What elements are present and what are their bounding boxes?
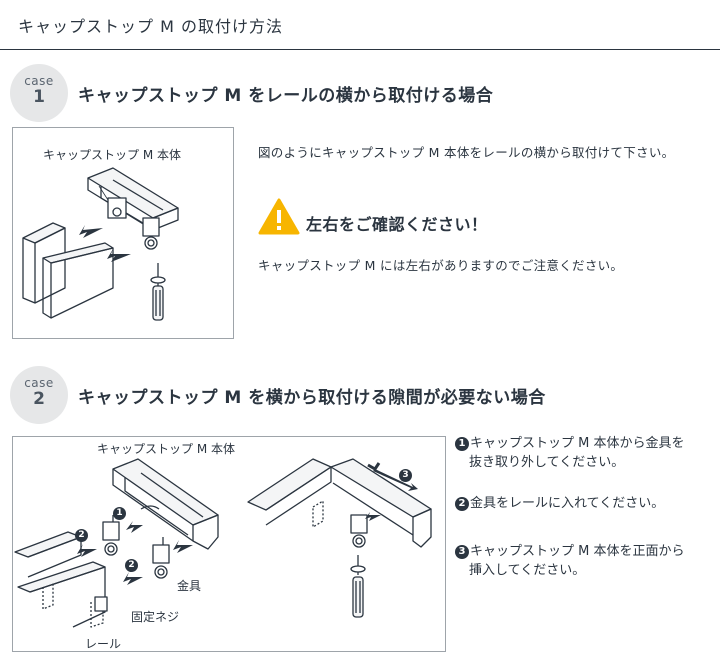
arrow-icon: [126, 521, 143, 533]
case-1-description: 図のようにキャップストップ M 本体をレールの横から取付けて下さい。: [258, 145, 675, 160]
marker-2: 2: [75, 529, 88, 542]
case-badge-number: 2: [33, 389, 45, 409]
figure-label-body: キャップストップ M 本体: [43, 148, 181, 162]
rail: [22, 222, 66, 244]
rail: [14, 531, 82, 558]
step-number-badge: 2: [455, 497, 469, 511]
step-text: キャップストップ M 本体を正面から: [470, 544, 685, 559]
marker-1: 1: [113, 507, 126, 520]
page-header: キャップストップ M の取付け方法: [0, 0, 720, 50]
step-text: キャップストップ M 本体から金具を: [470, 436, 685, 451]
case-badge-label: case: [24, 74, 54, 88]
cap-stop-body: [112, 458, 219, 526]
case-2-illustration: [14, 458, 432, 628]
case-2-heading: キャップストップ M を横から取付ける隙間が必要ない場合: [78, 388, 546, 408]
page-title: キャップストップ M の取付け方法: [18, 17, 283, 36]
arrow-icon: [123, 572, 143, 585]
case-badge-label: case: [24, 376, 54, 390]
warning-text: キャップストップ M には左右がありますのでご注意ください。: [258, 258, 624, 273]
figure-label-screw: 固定ネジ: [131, 610, 180, 624]
case-2-figure: 1 2 2 3 キャップストップ M 本体 金具 固定ネジ レール: [12, 436, 446, 652]
arrow-icon: [365, 512, 381, 521]
case-1-badge: case 1: [10, 64, 68, 122]
long-arrow-icon: [373, 469, 418, 491]
case-1-heading: キャップストップ M をレールの横から取付ける場合: [78, 86, 494, 106]
bracket: [102, 521, 120, 541]
step-text: 抜き取り外してください。: [469, 455, 625, 470]
step-text: 金具をレールに入れてください。: [470, 496, 665, 511]
arrow-icon: [107, 249, 131, 262]
step-number-badge: 1: [455, 437, 469, 451]
case-1-illustration: [22, 167, 179, 321]
warning-triangle-icon: [258, 198, 300, 236]
case-2-badge: case 2: [10, 366, 68, 424]
arrow-icon: [79, 225, 103, 238]
cap-stop-body-assembled: [247, 458, 332, 511]
figure-label-rail: レール: [85, 637, 122, 651]
arrow-icon: [77, 544, 97, 557]
marker-3: 3: [399, 469, 412, 482]
arrow-icon: [173, 540, 193, 553]
screwdriver: [352, 576, 364, 618]
step-text: 挿入してください。: [469, 563, 586, 578]
screwdriver: [152, 285, 164, 321]
step-number-badge: 3: [455, 545, 469, 559]
marker-2: 2: [125, 559, 138, 572]
case-badge-number: 1: [33, 87, 45, 107]
figure-label-bracket: 金具: [177, 579, 202, 593]
figure-label-body: キャップストップ M 本体: [97, 442, 235, 456]
case-1-figure: キャップストップ M 本体: [12, 127, 234, 339]
bracket: [152, 544, 170, 564]
warning-title: 左右をご確認ください！: [306, 215, 488, 234]
